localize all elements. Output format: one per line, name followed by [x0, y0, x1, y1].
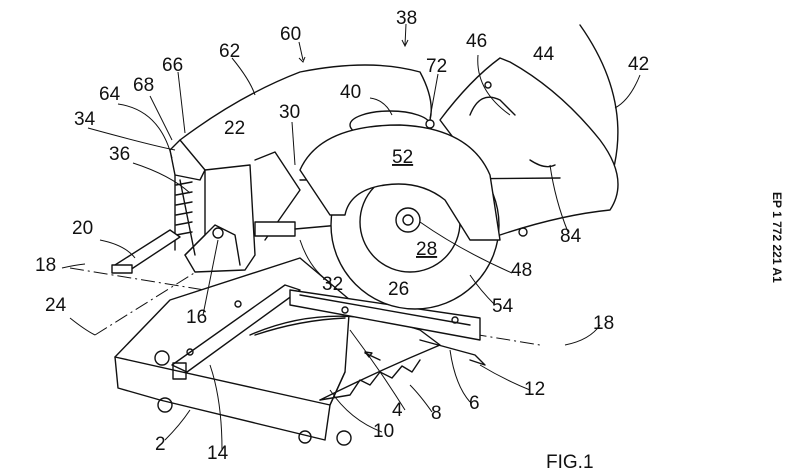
- label-18-left: 18: [35, 255, 56, 276]
- label-6: 6: [469, 393, 480, 414]
- label-66: 66: [162, 55, 183, 76]
- figure-caption: FIG.1: [546, 452, 594, 473]
- label-62: 62: [219, 41, 240, 62]
- label-64: 64: [99, 84, 121, 105]
- label-26: 26: [388, 279, 409, 300]
- label-68: 68: [133, 75, 154, 96]
- saw-base: [114, 257, 352, 446]
- label-4: 4: [392, 400, 403, 421]
- pivot-bracket-assembly: [169, 139, 341, 273]
- label-10: 10: [373, 421, 394, 442]
- label-12: 12: [524, 379, 545, 400]
- handle-20: [111, 229, 181, 274]
- label-2: 2: [155, 434, 166, 455]
- label-84: 84: [560, 226, 582, 247]
- publication-number: EP 1 772 221 A1: [770, 192, 784, 283]
- label-48: 48: [511, 260, 532, 281]
- label-72: 72: [426, 56, 447, 77]
- label-24: 24: [45, 295, 67, 316]
- label-46: 46: [466, 31, 487, 52]
- label-52: 52: [392, 147, 413, 168]
- label-42: 42: [628, 54, 649, 75]
- label-20: 20: [72, 218, 93, 239]
- label-30: 30: [279, 102, 300, 123]
- label-16: 16: [186, 307, 207, 328]
- label-28: 28: [416, 239, 437, 260]
- label-8: 8: [431, 403, 442, 424]
- fence-rail-14: [171, 284, 301, 380]
- label-36: 36: [109, 144, 130, 165]
- label-32: 32: [322, 274, 343, 295]
- leader-lines: [61, 23, 641, 451]
- label-54: 54: [492, 296, 514, 317]
- label-40: 40: [340, 82, 361, 103]
- label-44: 44: [533, 44, 555, 65]
- label-22: 22: [224, 118, 245, 139]
- label-60: 60: [280, 24, 301, 45]
- blade-guard-52: [299, 119, 501, 241]
- cable-62: [179, 64, 432, 141]
- label-14: 14: [207, 443, 229, 464]
- label-34: 34: [74, 109, 96, 130]
- label-18-right: 18: [593, 313, 614, 334]
- label-38: 38: [396, 8, 417, 29]
